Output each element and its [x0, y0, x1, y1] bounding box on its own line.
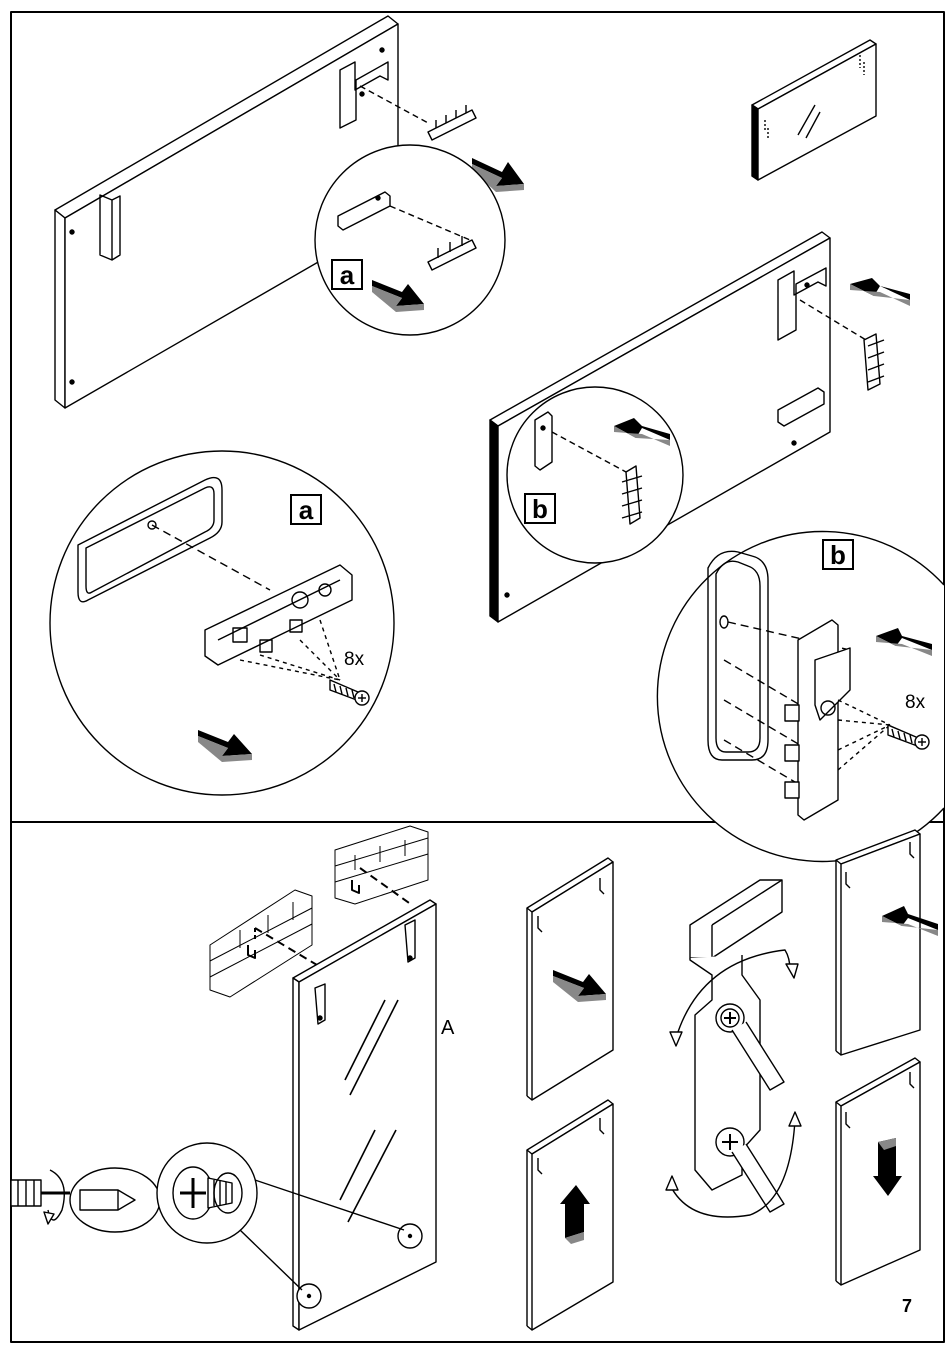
quantity-label-left: 8x [344, 650, 364, 669]
callout-a-large: a [290, 494, 322, 525]
detail-circle-b-small [507, 387, 683, 563]
callout-b-large: b [822, 539, 854, 570]
hook-icon [248, 880, 359, 958]
screwdriver-icon [11, 1168, 160, 1232]
screw-icon [157, 1143, 257, 1243]
callout-a-small: a [331, 259, 363, 290]
rotate-arrow-icon [48, 1170, 64, 1220]
detail-circle-a-large [50, 451, 394, 795]
top-mirror-small [752, 40, 876, 180]
quantity-label-right: 8x [905, 693, 925, 712]
adjust-panel-down [836, 1058, 920, 1285]
hinge-adjust-detail [666, 880, 801, 1217]
panel-label: A [441, 1018, 454, 1038]
adjust-panel-left [836, 830, 938, 1055]
adjust-panel-up [527, 1100, 613, 1330]
arrow-icon [850, 278, 910, 306]
page-number: 7 [902, 1297, 912, 1315]
detail-circle-a-small [315, 145, 505, 335]
detail-circle-b-large [657, 532, 944, 862]
callout-b-small: b [524, 493, 556, 524]
adjust-panel-right [527, 858, 613, 1100]
